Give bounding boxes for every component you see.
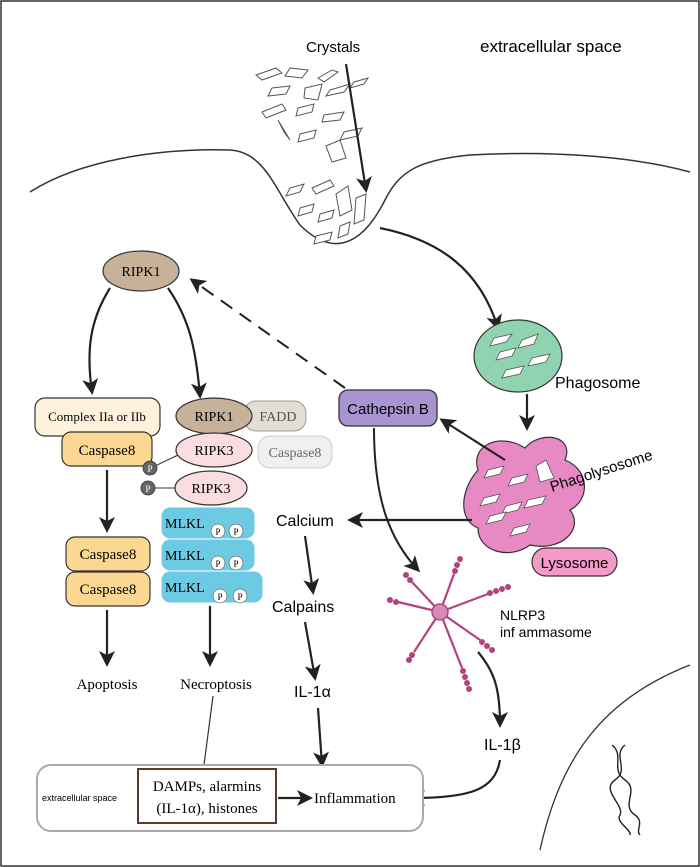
caspase8-gray-label: Caspase8 <box>269 446 322 461</box>
mlkl-row-3: MLKL P P <box>161 571 263 604</box>
phospho-link-a <box>154 454 179 467</box>
extracellular-space-label: extracellular space <box>480 37 622 56</box>
lysosome-label: Lysosome <box>541 555 609 572</box>
phospho-ripk3-a-label: P <box>147 464 152 474</box>
arrow-phagolysosome-to-cathepsin <box>439 418 506 461</box>
caspase8-dimer-a <box>65 536 151 572</box>
dna-icon <box>609 744 641 836</box>
arrow-il1a-to-inflammation <box>313 707 330 768</box>
ripk1-necrosome-label: RIPK1 <box>195 410 234 425</box>
arrow-to-phagosome <box>379 226 502 331</box>
phospho-mlkl-2a: P <box>215 559 220 569</box>
phagosome-crystals <box>489 333 551 379</box>
necroptosis-label: Necroptosis <box>180 677 252 693</box>
damps-line1: DAMPs, alarmins <box>153 779 261 795</box>
mlkl-label-2: MLKL <box>165 549 205 564</box>
dashed-arrow-cathepsin-to-ripk1 <box>189 278 346 389</box>
ripk3-b-label: RIPK3 <box>192 482 231 497</box>
phospho-mlkl-1a: P <box>215 527 220 537</box>
phagolysosome-crystals <box>479 459 555 537</box>
nlrp3-beads <box>387 556 511 692</box>
crystals-label: Crystals <box>306 39 360 56</box>
mlkl-row-2: MLKL P P <box>161 539 255 571</box>
caspase8-dimer-b <box>65 571 151 607</box>
lysosome <box>531 547 618 577</box>
complex-label: Complex IIa or IIb <box>48 409 146 424</box>
phospho-mlkl-2b: P <box>233 559 238 569</box>
nlrp3-core <box>431 603 449 621</box>
apoptosis-label: Apoptosis <box>77 677 138 693</box>
mlkl-row-1: MLKL P P <box>161 507 255 539</box>
caspase8-dimer-a-label: Caspase8 <box>80 547 137 563</box>
ripk1-top-label: RIPK1 <box>122 265 161 280</box>
arrow-ripk1-to-complex <box>82 287 111 395</box>
phospho-mlkl-3b: P <box>237 592 242 602</box>
arrow-calpains-to-il1a <box>303 621 321 681</box>
nlrp3-label: NLRP3 <box>500 607 545 623</box>
mlkl-label-3: MLKL <box>165 581 205 596</box>
calpains-label: Calpains <box>272 599 334 616</box>
cathepsin-b-label: Cathepsin B <box>347 401 429 418</box>
extracellular-box-label: extracellular space <box>42 793 117 803</box>
phagosome-label: Phagosome <box>555 375 640 392</box>
damps-line2: (IL-1α), histones <box>156 801 257 817</box>
il1b-label: IL-1β <box>484 737 521 754</box>
crystals-cluster <box>255 67 370 245</box>
inflammation-label: Inflammation <box>314 791 396 807</box>
cell-membrane <box>29 149 691 245</box>
caspase8-gray-box <box>257 435 333 469</box>
caspase8-label: Caspase8 <box>79 443 136 459</box>
il1a-label: IL-1α <box>294 684 331 701</box>
phospho-ripk3-b-label: P <box>145 484 150 494</box>
mlkl-label-1: MLKL <box>165 517 205 532</box>
arrow-il1b-to-inflammation <box>409 759 502 806</box>
arrow-cathepsin-to-nlrp3 <box>373 427 421 573</box>
calcium-label: Calcium <box>276 513 334 530</box>
ripk3-a <box>175 432 253 468</box>
necroptosis-connector <box>203 695 214 766</box>
arrow-nlrp3-to-il1b <box>477 651 508 728</box>
crystals-arrow <box>344 63 372 193</box>
phospho-ripk3-a <box>142 460 158 476</box>
ripk1-top <box>102 250 180 292</box>
phospho-ripk3-b <box>140 480 156 496</box>
phospho-mlkl-3a: P <box>217 592 222 602</box>
damps-box <box>137 768 277 824</box>
phagolysosome <box>463 436 585 554</box>
caspase8-box <box>61 431 153 467</box>
cathepsin-b <box>338 389 438 427</box>
arrow-ripk1-to-necrosome <box>167 287 207 399</box>
phospho-mlkl-1b: P <box>233 527 238 537</box>
caspase8-dimer-b-label: Caspase8 <box>80 582 137 598</box>
nucleus-envelope <box>539 664 691 851</box>
fadd-label: FADD <box>259 410 296 425</box>
inflammasome-label: inf ammasome <box>500 624 592 640</box>
arrow-calcium-to-calpains <box>303 535 320 595</box>
ripk3-a-label: RIPK3 <box>195 444 234 459</box>
